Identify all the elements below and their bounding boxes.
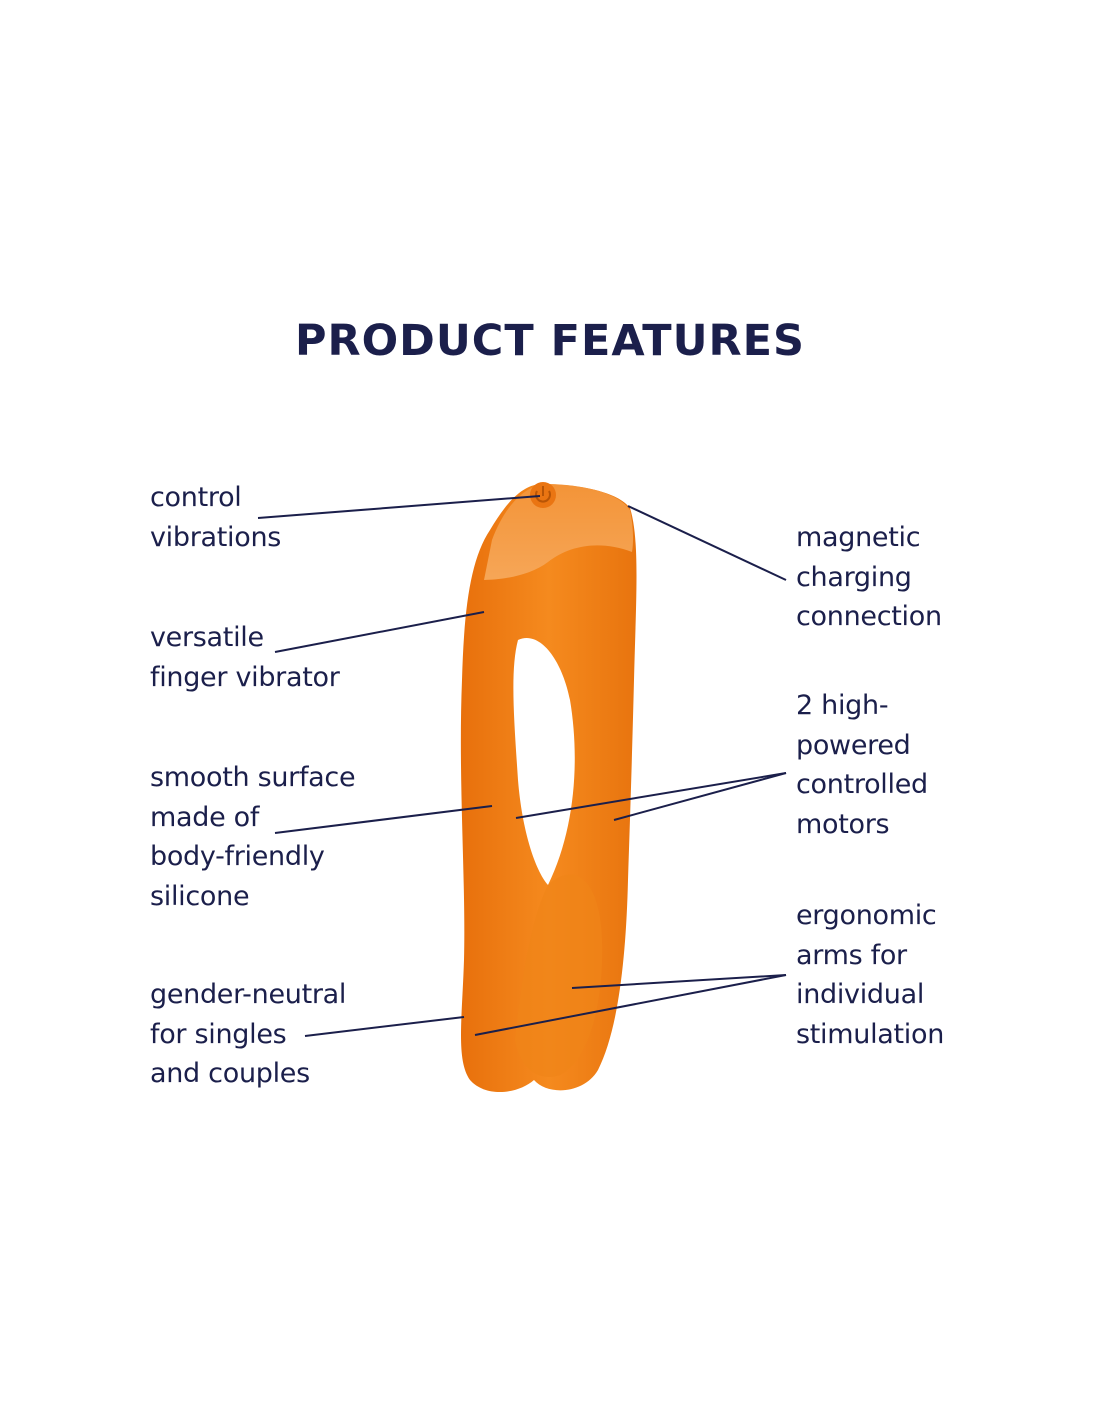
feature-ergonomic-arms: ergonomic arms for individual stimulatio… [796, 900, 945, 1050]
leader-line-arm-2 [474, 974, 787, 1036]
feature-finger-vibrator: versatile finger vibrator [150, 622, 340, 693]
page-title: PRODUCT FEATURES [294, 316, 806, 366]
feature-motors: 2 high- powered controlled motors [796, 690, 928, 840]
leader-lines [257, 495, 787, 1037]
leader-line-motor-1 [515, 772, 787, 819]
leader-line-motor-2 [613, 772, 787, 821]
leader-line-control [257, 495, 541, 519]
leader-line-finger [274, 611, 485, 653]
leader-line-gender [304, 1016, 465, 1037]
leader-line-arm-1 [571, 974, 787, 989]
feature-magnetic-charging: magnetic charging connection [796, 522, 942, 632]
feature-control-vibrations: control vibrations [150, 482, 282, 553]
feature-gender-neutral: gender-neutral for singles and couples [150, 979, 347, 1089]
leader-line-charging [627, 505, 787, 581]
feature-silicone: smooth surface made of body-friendly sil… [150, 762, 356, 912]
vibrator-body [460, 482, 637, 1093]
leader-line-silicone [274, 805, 493, 834]
